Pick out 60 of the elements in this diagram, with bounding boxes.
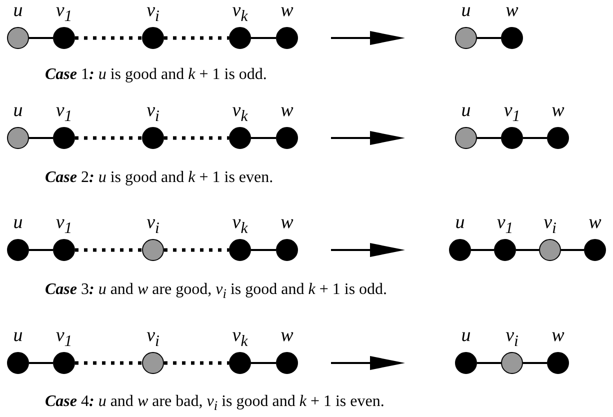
vertex-label: v$_{i}$ bbox=[542, 212, 558, 239]
dotted-edge bbox=[75, 36, 142, 40]
vertex-label: v$_{k}$ bbox=[231, 212, 249, 239]
vertex-label: v$_{k}$ bbox=[231, 0, 249, 27]
vertex-label: u bbox=[12, 325, 24, 347]
graph-edge bbox=[471, 249, 494, 251]
vertex-label: v$_{1}$ bbox=[54, 325, 74, 352]
graph-edge bbox=[561, 249, 584, 251]
graph-edge bbox=[523, 362, 547, 364]
graph-edge bbox=[29, 137, 53, 139]
vertex-label: w bbox=[588, 212, 602, 234]
dotted-edge bbox=[75, 361, 142, 365]
graph-edge bbox=[29, 37, 53, 39]
graph-edge bbox=[516, 249, 539, 251]
graph-edge bbox=[477, 137, 501, 139]
vertex-label: u bbox=[12, 212, 24, 234]
vertex-label: u bbox=[12, 0, 24, 22]
graph-edge bbox=[251, 362, 276, 364]
vertex-label: w bbox=[550, 100, 566, 122]
vertex-label: u bbox=[460, 0, 472, 22]
vertex-label: w bbox=[550, 325, 566, 347]
vertex-label: v$_{1}$ bbox=[502, 100, 522, 127]
vertex-label: u bbox=[460, 325, 472, 347]
graph-edge bbox=[29, 362, 53, 364]
dotted-edge bbox=[164, 248, 229, 252]
dotted-edge bbox=[164, 361, 229, 365]
vertex-label: w bbox=[280, 0, 294, 22]
vertex-label: v$_{i}$ bbox=[504, 325, 520, 352]
vertex-label: w bbox=[280, 100, 294, 122]
case-caption: Case 2: u is good and k + 1 is even. bbox=[45, 169, 274, 187]
vertex-label: v$_{k}$ bbox=[231, 325, 249, 352]
dotted-edge bbox=[164, 36, 229, 40]
vertex-label: v$_{1}$ bbox=[54, 100, 74, 127]
case-caption: Case 3: u and w are good, v$_{i}$ is good and k + 1 is odd. bbox=[45, 281, 388, 302]
vertex-label: w bbox=[280, 212, 294, 234]
case-caption: Case 1: u is good and k + 1 is odd. bbox=[45, 66, 267, 84]
vertex-label: u bbox=[460, 100, 472, 122]
vertex-label: v$_{i}$ bbox=[146, 0, 160, 27]
graph-edge bbox=[477, 362, 501, 364]
vertex-label: u bbox=[454, 212, 466, 234]
vertex-label: v$_{1}$ bbox=[54, 212, 74, 239]
vertex-label: u bbox=[12, 100, 24, 122]
dotted-edge bbox=[164, 136, 229, 140]
graph-edge bbox=[251, 37, 276, 39]
graph-edge bbox=[477, 37, 501, 39]
dotted-edge bbox=[75, 136, 142, 140]
graph-edge bbox=[29, 249, 53, 251]
graph-edge bbox=[523, 137, 547, 139]
vertex-label: v$_{k}$ bbox=[231, 100, 249, 127]
vertex-label: v$_{1}$ bbox=[54, 0, 74, 27]
vertex-label: w bbox=[504, 0, 520, 22]
case-caption: Case 4: u and w are bad, v$_{i}$ is good and k + 1 is even. bbox=[45, 393, 384, 414]
dotted-edge bbox=[75, 248, 142, 252]
vertex-label: v$_{i}$ bbox=[146, 212, 160, 239]
graph-edge bbox=[251, 137, 276, 139]
vertex-label: w bbox=[280, 325, 294, 347]
vertex-label: v$_{i}$ bbox=[146, 100, 160, 127]
graph-edge bbox=[251, 249, 276, 251]
vertex-label: v$_{1}$ bbox=[496, 212, 514, 239]
vertex-label: v$_{i}$ bbox=[146, 325, 160, 352]
